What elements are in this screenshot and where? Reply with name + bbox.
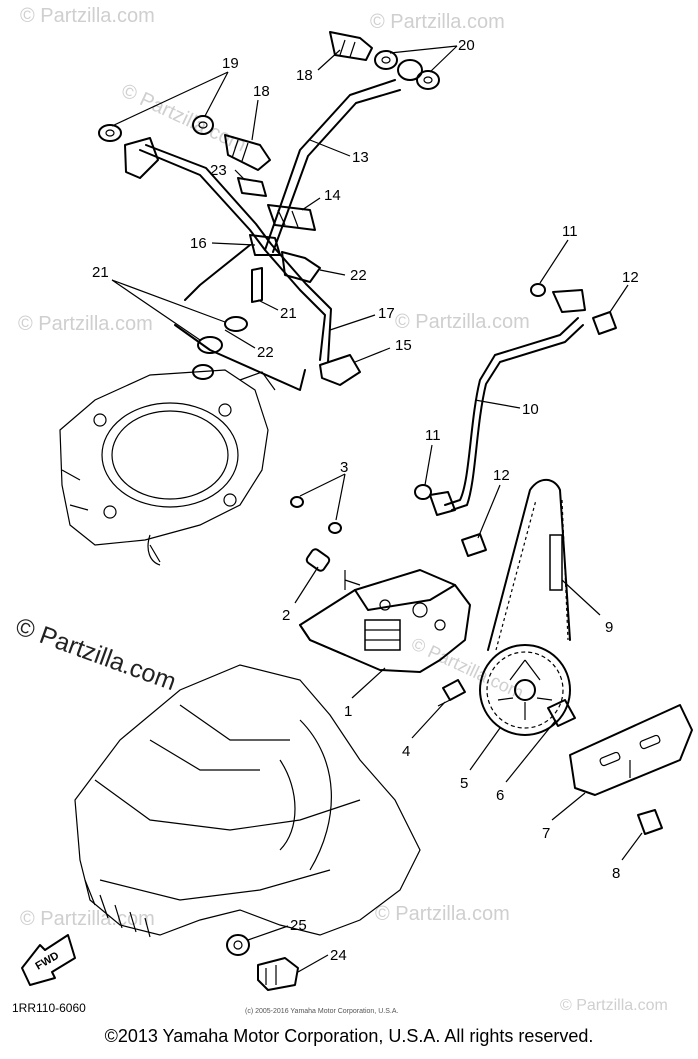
callout-11-lower: 11 [425, 427, 441, 444]
pipe-bolts [461, 311, 617, 557]
callout-15: 15 [395, 337, 412, 354]
callout-12-lower: 12 [493, 467, 510, 484]
callout-11-upper: 11 [562, 223, 578, 240]
callout-19-right: 20 [458, 37, 475, 54]
union-bolt-left [224, 134, 271, 171]
drain-bolt [257, 957, 299, 991]
callout-14: 14 [324, 187, 341, 204]
callout-18-top: 18 [296, 67, 313, 84]
callout-12-upper: 12 [622, 269, 639, 286]
callout-20: 21 [280, 305, 297, 322]
pipe-clamp [267, 204, 316, 231]
callout-24: 24 [330, 947, 347, 964]
callout-labels: 19 20 18 18 13 23 14 16 22 21 21 22 17 1… [92, 37, 639, 964]
pipe-o-rings [414, 283, 546, 500]
callout-9: 9 [605, 619, 613, 636]
callout-22: 22 [350, 267, 367, 284]
leader-lines [111, 45, 643, 973]
callout-7: 7 [542, 825, 550, 842]
callout-3: 3 [340, 459, 348, 476]
callout-16: 16 [190, 235, 207, 252]
diagram-code: 1RR110-6060 [12, 1001, 86, 1015]
pipe-union [249, 234, 321, 303]
union-bolt-upper [329, 31, 373, 61]
callout-17: 17 [378, 305, 395, 322]
watermark-dark-text: © Partzilla.com [12, 612, 180, 696]
callout-21-left: 21 [92, 264, 109, 281]
lower-oil-pipe [139, 144, 332, 391]
callout-1: 1 [344, 703, 352, 720]
drive-chain [487, 478, 571, 651]
callout-13: 13 [352, 149, 369, 166]
union-washers [192, 316, 248, 380]
partzilla-watermark-dark: © Partzilla.com [12, 612, 180, 696]
callout-21-lower: 22 [257, 344, 274, 361]
small-fitting [237, 177, 267, 197]
callout-4: 4 [402, 743, 410, 760]
o-rings [290, 496, 342, 534]
upper-oil-pipe [264, 79, 401, 253]
bolt-6 [547, 699, 576, 727]
callout-8: 8 [612, 865, 620, 882]
callout-25: 25 [290, 917, 307, 934]
callout-19-left: 19 [222, 55, 239, 72]
crankcase-outline [74, 664, 421, 938]
forward-arrow-icon: FWD [21, 934, 76, 986]
watermark: © Partzilla.com [395, 311, 530, 333]
oil-pump-body [299, 569, 471, 673]
cylinder-head-outline [59, 369, 276, 566]
callout-18-left: 18 [253, 83, 270, 100]
callout-5: 5 [460, 775, 468, 792]
callout-23: 23 [210, 162, 227, 179]
watermark: © Partzilla.com [375, 903, 510, 925]
callout-10: 10 [522, 401, 539, 418]
copper-washers [98, 50, 440, 142]
driven-sprocket [479, 644, 571, 736]
bolt-8 [637, 809, 663, 835]
small-credit: (c) 2005-2016 Yamaha Motor Corporation, … [245, 1008, 398, 1015]
callout-2: 2 [282, 607, 290, 624]
watermark: © Partzilla.com [560, 997, 668, 1014]
oil-delivery-pipe [429, 289, 586, 516]
watermark: © Partzilla.com [18, 313, 153, 335]
watermark: © Partzilla.com [20, 5, 155, 27]
drain-washer [226, 934, 250, 956]
pipe-bracket [319, 354, 361, 386]
watermark: © Partzilla.com [118, 80, 249, 157]
bolt-4 [437, 679, 466, 707]
copyright-notice: ©2013 Yamaha Motor Corporation, U.S.A. A… [104, 1026, 594, 1046]
watermark: © Partzilla.com [370, 11, 505, 33]
callout-6: 6 [496, 787, 504, 804]
dowel-pin [305, 548, 331, 572]
pipe-end-fitting [124, 137, 159, 179]
chain-cover-plate [569, 704, 693, 796]
